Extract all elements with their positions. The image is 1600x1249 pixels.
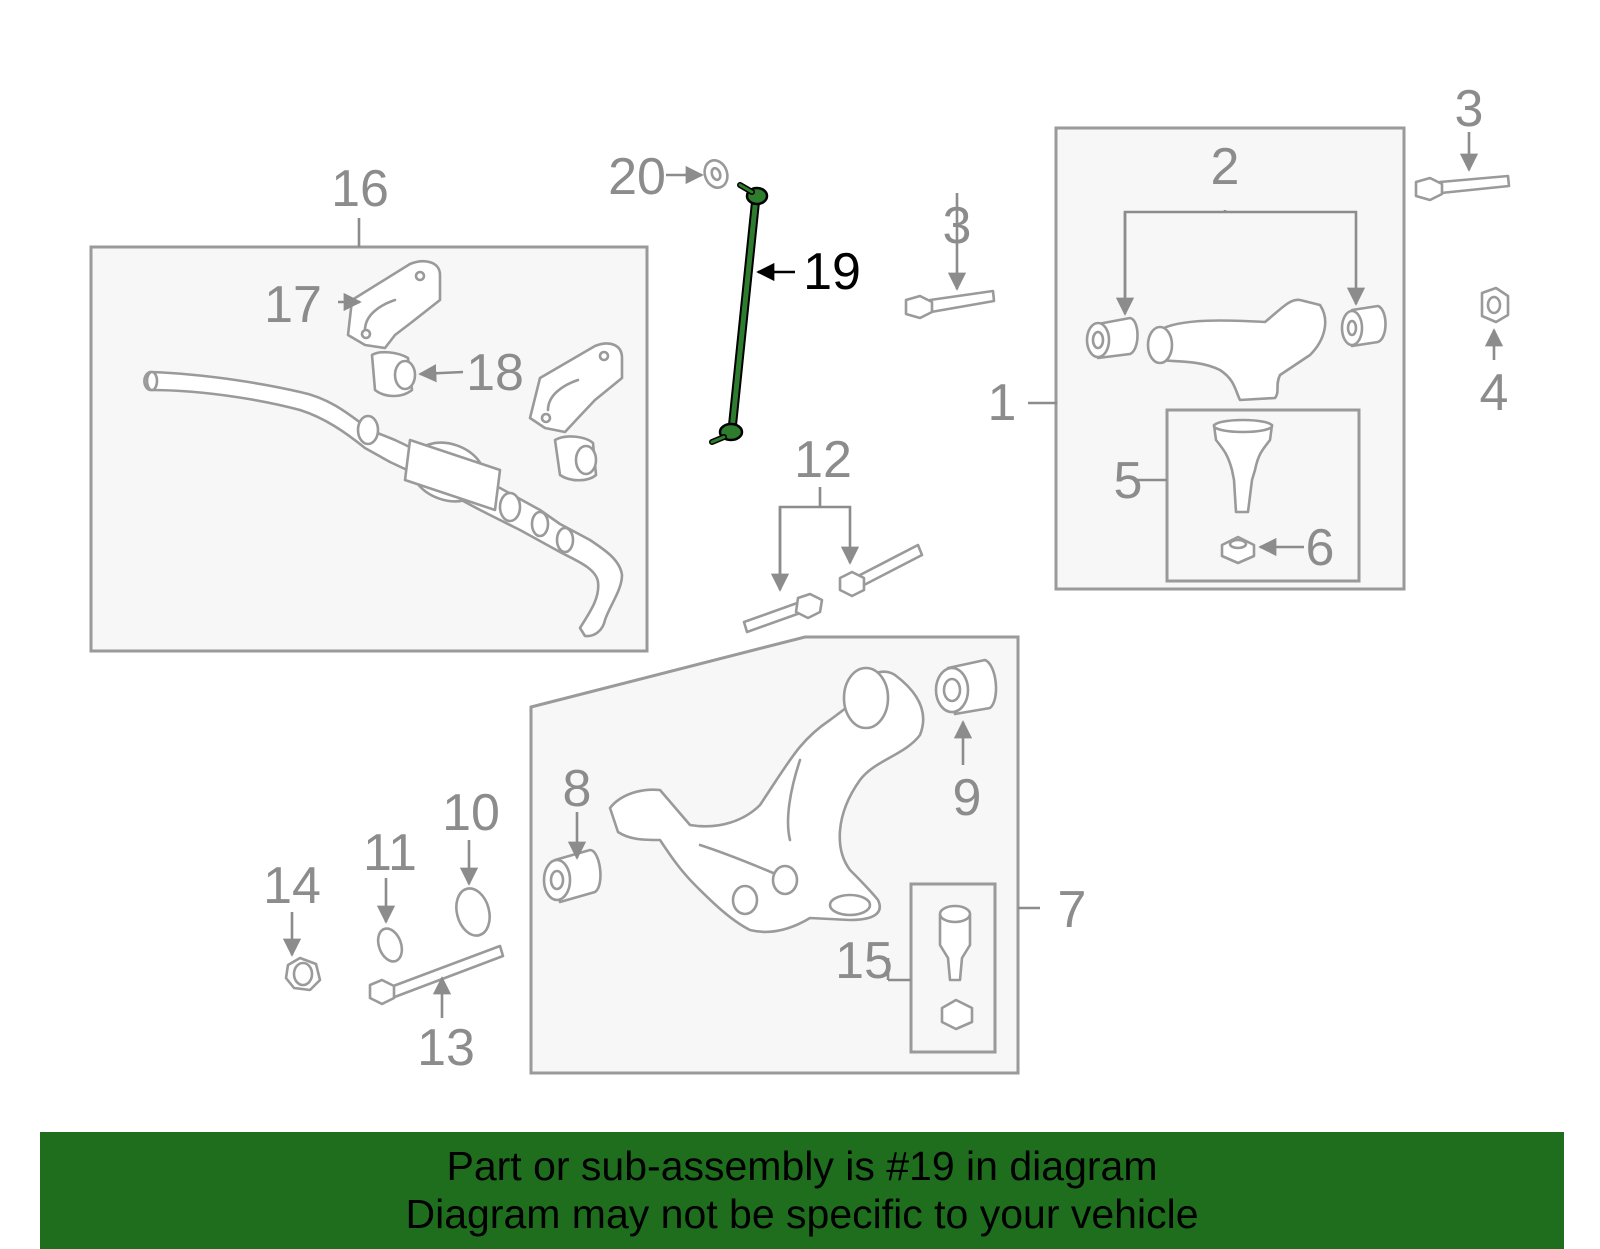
callout-17: 17	[264, 276, 322, 334]
callout-7: 7	[1058, 881, 1087, 939]
stabilizer-bracket-right	[528, 342, 624, 434]
callout-5: 5	[1114, 452, 1143, 510]
part-notice-banner: Part or sub-assembly is #19 in diagram D…	[40, 1132, 1564, 1249]
nut-4	[1480, 286, 1510, 324]
parts-diagram: 1 2 3 3 4 5 6 7 8 9 10 11 12 13 14 15 16…	[89, 80, 1511, 1077]
callout-20: 20	[608, 148, 666, 206]
upper-arm-bushing-right	[1340, 304, 1387, 348]
callout-9: 9	[953, 769, 982, 827]
stabilizer-bushing-left	[370, 350, 417, 398]
stabilizer-bar	[143, 370, 624, 638]
lower-arm-bushing-8	[542, 848, 602, 904]
bolt-12-right	[838, 543, 924, 598]
lower-arm-bushing-9	[934, 658, 998, 716]
nut-6	[1220, 535, 1256, 565]
lower-ball-joint	[938, 904, 974, 1031]
callout-16: 16	[331, 160, 389, 218]
lower-control-arm	[608, 666, 925, 934]
washer-10	[455, 887, 491, 937]
callout-18: 18	[466, 344, 524, 402]
upper-arm-bushing-left	[1085, 316, 1139, 360]
bolt-3-middle	[904, 289, 996, 320]
callout-3-right: 3	[1455, 80, 1484, 138]
callout-2: 2	[1211, 138, 1240, 196]
callout-15: 15	[835, 932, 893, 990]
callout-11: 11	[363, 824, 417, 882]
callout-4: 4	[1480, 364, 1509, 422]
callout-1: 1	[988, 374, 1017, 432]
stabilizer-bracket-left	[346, 260, 442, 350]
link-washer	[703, 159, 729, 189]
stabilizer-link	[709, 182, 769, 445]
callout-12: 12	[794, 431, 852, 489]
callout-3-middle: 3	[943, 197, 972, 255]
callout-10: 10	[442, 784, 500, 842]
part-notice-line: Part or sub-assembly is #19 in diagram	[446, 1143, 1158, 1189]
o-ring-11	[376, 927, 404, 963]
callout-6: 6	[1306, 519, 1335, 577]
bolt-3-right	[1414, 174, 1511, 202]
stabilizer-bushing-right	[553, 435, 598, 482]
bolt-13	[368, 944, 505, 1006]
nut-14	[284, 956, 322, 992]
callout-8: 8	[563, 760, 592, 818]
callout-13: 13	[417, 1019, 475, 1077]
bolt-12-left	[742, 592, 824, 634]
upper-control-arm	[1146, 298, 1327, 402]
upper-ball-joint	[1212, 418, 1274, 514]
vehicle-disclaimer-line: Diagram may not be specific to your vehi…	[405, 1191, 1199, 1237]
callout-19: 19	[803, 243, 861, 301]
callout-14: 14	[263, 857, 321, 915]
